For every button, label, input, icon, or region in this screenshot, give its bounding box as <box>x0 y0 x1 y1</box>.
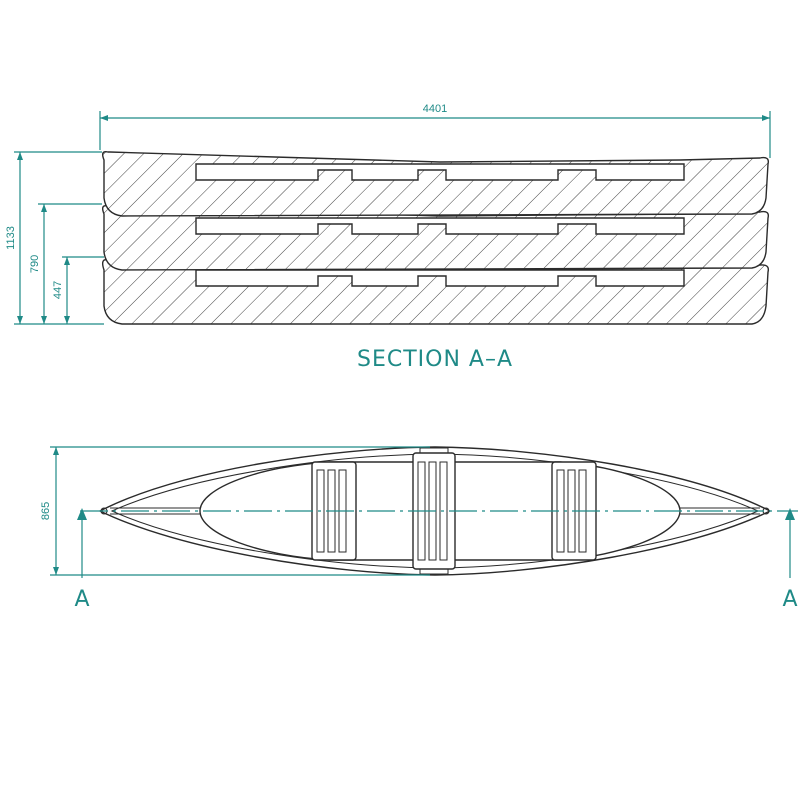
length-value: 4401 <box>423 103 447 115</box>
beam-value: 865 <box>40 502 52 520</box>
height-1133-value: 1133 <box>5 226 17 250</box>
hull-section-middle <box>101 204 770 271</box>
height-447-value: 447 <box>52 281 64 299</box>
section-title: SECTION A–A <box>357 347 513 372</box>
hull-section-top <box>101 150 770 217</box>
height-dimensions: 1133 790 447 <box>5 151 104 325</box>
section-letter-right: A <box>782 587 797 612</box>
hull-section-bottom <box>101 259 770 325</box>
height-790-value: 790 <box>29 255 41 273</box>
beam-dimension: 865 <box>40 446 430 576</box>
length-dimension: 4401 <box>99 103 771 158</box>
section-letter-left: A <box>74 587 89 612</box>
section-marker-right: A <box>782 508 798 612</box>
stacked-hull-section <box>101 150 770 325</box>
section-marker-left: A <box>74 508 90 612</box>
canoe-plan-view <box>80 446 798 576</box>
